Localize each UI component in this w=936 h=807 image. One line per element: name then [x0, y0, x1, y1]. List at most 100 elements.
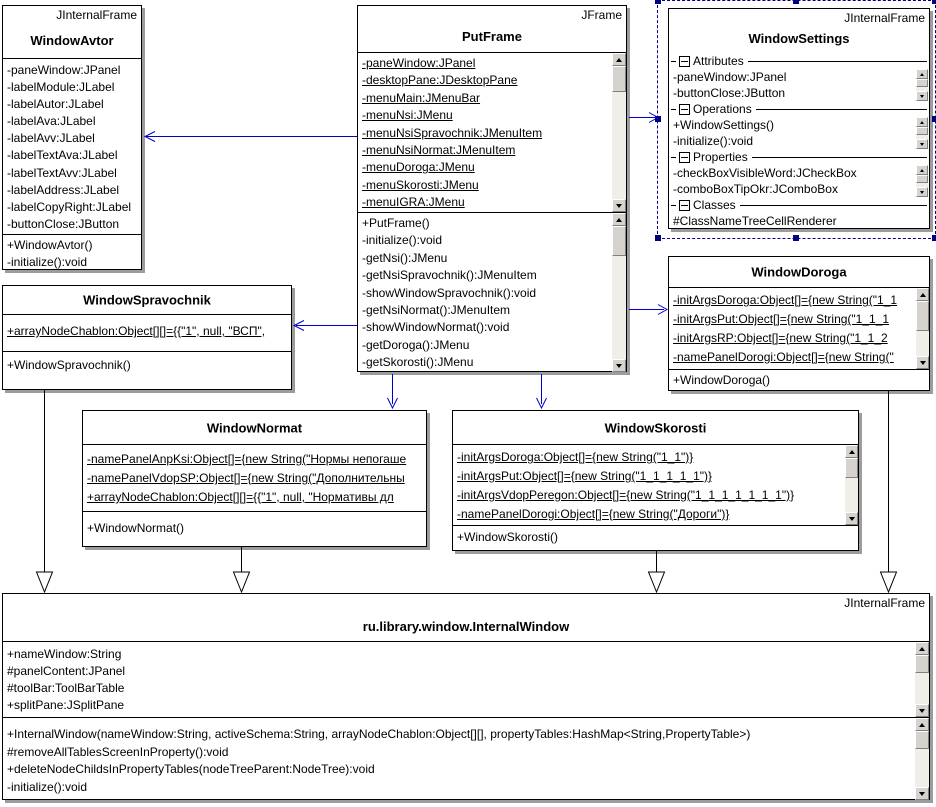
method-row: +PutFrame()	[362, 216, 430, 230]
field-row: -labelAvv:JLabel	[7, 131, 95, 146]
selection-handle[interactable]	[932, 0, 936, 4]
selection-handle[interactable]	[655, 235, 661, 241]
scroll-down-button[interactable]	[845, 512, 858, 525]
vertical-scrollbar[interactable]	[845, 445, 858, 525]
scroll-down-button[interactable]	[612, 359, 626, 372]
method-row: +WindowNormat()	[87, 521, 185, 535]
scrollbar-thumb[interactable]	[916, 127, 928, 135]
vertical-scrollbar[interactable]	[916, 165, 928, 197]
scroll-down-button[interactable]	[916, 356, 929, 369]
dependency-arrow-putframe-to-windowsettings	[629, 112, 660, 123]
field-row: #panelContent:JPanel	[7, 664, 126, 678]
selection-handle[interactable]	[932, 235, 936, 241]
collapse-icon[interactable]	[679, 55, 690, 67]
vertical-scrollbar[interactable]	[916, 288, 929, 369]
class-box-putframe[interactable]: JFrame PutFrame -paneWindow:JPanel -desk…	[357, 5, 627, 372]
scrollbar-thumb[interactable]	[916, 301, 929, 331]
vertical-scrollbar[interactable]	[915, 642, 929, 717]
vertical-scrollbar[interactable]	[916, 117, 928, 149]
scrollbar-thumb[interactable]	[916, 79, 928, 87]
stereotype-label: JInternalFrame	[844, 11, 925, 25]
scrollbar-thumb[interactable]	[916, 175, 928, 183]
section-header-operations: Operations	[669, 101, 929, 117]
stereotype-label: JFrame	[581, 8, 622, 22]
class-box-internalwindow[interactable]: JInternalFrame ru.library.window.Interna…	[2, 593, 930, 800]
field-row: +arrayNodeChablon:Object[][]={{"1", null…	[7, 324, 266, 338]
class-name: ru.library.window.InternalWindow	[362, 619, 570, 634]
field-row: -desktopPane:JDesktopPane	[362, 73, 518, 88]
field-row: -namePanelDorogi:Object[]={new String("Д…	[457, 507, 730, 521]
scroll-up-icon	[616, 57, 622, 62]
method-row: -initialize():void	[7, 254, 88, 269]
scroll-down-button[interactable]	[916, 91, 928, 101]
method-row: +WindowSkorosti()	[457, 530, 559, 544]
class-box-windowskorosti[interactable]: WindowSkorosti -initArgsDoroga:Object[]=…	[452, 410, 859, 551]
scroll-down-button[interactable]	[612, 199, 626, 212]
vertical-scrollbar[interactable]	[916, 69, 928, 101]
method-row: +WindowAvtor()	[7, 238, 93, 252]
scroll-down-button[interactable]	[915, 704, 929, 717]
collapse-icon[interactable]	[679, 103, 690, 115]
field-row: -labelAddress:JLabel	[7, 182, 120, 197]
class-name: WindowSettings	[748, 31, 850, 46]
field-row: -paneWindow:JPanel	[362, 56, 476, 70]
scroll-up-button[interactable]	[915, 642, 929, 655]
selection-handle[interactable]	[932, 116, 936, 122]
vertical-scrollbar[interactable]	[915, 718, 929, 800]
section-header-classes: Classes	[669, 197, 929, 213]
attribute-row: -buttonClose:JButton	[673, 86, 786, 100]
scroll-up-button[interactable]	[916, 288, 929, 301]
scroll-up-button[interactable]	[612, 53, 626, 66]
scroll-down-button[interactable]	[915, 787, 929, 800]
selection-handle[interactable]	[655, 0, 661, 4]
property-row: -checkBoxVisibleWord:JCheckBox	[673, 166, 857, 180]
field-row: +splitPane:JSplitPane	[7, 698, 125, 712]
class-name: WindowSkorosti	[604, 420, 707, 435]
operation-row: +WindowSettings()	[673, 118, 775, 132]
scroll-down-button[interactable]	[916, 187, 928, 197]
scrollbar-thumb[interactable]	[612, 226, 626, 256]
class-box-windowspravochnik[interactable]: WindowSpravochnik +arrayNodeChablon:Obje…	[2, 285, 292, 390]
vertical-scrollbar[interactable]	[612, 213, 626, 372]
scroll-up-button[interactable]	[916, 117, 928, 127]
class-box-windowsettings[interactable]: JInternalFrame WindowSettings Attributes…	[668, 8, 930, 229]
collapse-icon[interactable]	[679, 151, 690, 163]
scroll-down-icon	[920, 142, 924, 146]
property-row: -comboBoxTipOkr:JComboBox	[673, 182, 838, 196]
method-row: -getSkorosti():JMenu	[362, 355, 474, 370]
scroll-down-icon	[920, 94, 924, 98]
dependency-arrow-putframe-to-windowdoroga	[629, 304, 669, 315]
vertical-scrollbar[interactable]	[612, 53, 626, 212]
class-box-windowavtor[interactable]: JInternalFrame WindowAvtor -paneWindow:J…	[2, 5, 142, 270]
method-row: -showWindowSpravochnik():void	[362, 285, 537, 300]
class-box-windownormat[interactable]: WindowNormat -namePanelAnpKsi:Object[]={…	[82, 410, 427, 547]
selection-handle[interactable]	[793, 0, 799, 4]
scrollbar-thumb[interactable]	[845, 458, 858, 478]
scrollbar-thumb[interactable]	[915, 731, 929, 749]
scroll-down-icon	[919, 360, 926, 365]
scroll-up-icon	[919, 722, 925, 727]
class-box-windowdoroga[interactable]: WindowDoroga -initArgsDoroga:Object[]={n…	[668, 256, 930, 391]
scroll-down-button[interactable]	[916, 139, 928, 149]
field-row: -labelAutor:JLabel	[7, 97, 104, 112]
scrollbar-thumb[interactable]	[612, 66, 626, 92]
scroll-up-button[interactable]	[916, 165, 928, 175]
scroll-up-button[interactable]	[612, 213, 626, 226]
scrollbar-thumb[interactable]	[915, 655, 929, 673]
scroll-up-button[interactable]	[916, 69, 928, 79]
field-row: -labelTextAvv:JLabel	[7, 165, 117, 180]
selection-handle[interactable]	[793, 235, 799, 241]
scroll-up-icon	[920, 168, 924, 172]
scroll-up-button[interactable]	[845, 445, 858, 458]
method-row: -getNsiNormat():JMenuItem	[362, 302, 511, 317]
field-row: -initArgsPut:Object[]={new String("1_1_1	[673, 312, 890, 326]
field-row: -namePanelAnpKsi:Object[]={new String("Н…	[87, 452, 407, 466]
class-name: WindowAvtor	[30, 33, 114, 48]
scroll-down-icon	[919, 708, 925, 713]
field-row: -initArgsVdopPeregon:Object[]={new Strin…	[457, 488, 795, 502]
selection-handle[interactable]	[655, 116, 661, 122]
scroll-up-button[interactable]	[915, 718, 929, 731]
field-row: -paneWindow:JPanel	[7, 63, 121, 77]
collapse-icon[interactable]	[679, 199, 690, 211]
